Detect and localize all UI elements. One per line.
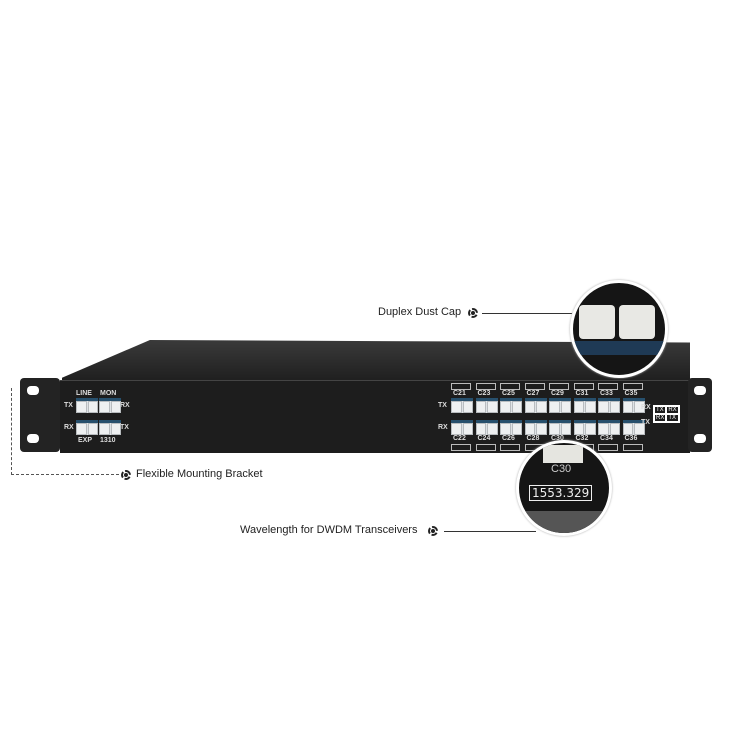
channel-label: C28 (526, 435, 540, 442)
label-tx: TX (120, 424, 129, 431)
channel-label: C25 (502, 390, 515, 397)
front-panel (60, 380, 690, 453)
port-base (573, 341, 665, 355)
wavelength-tag (622, 444, 643, 451)
label-mon: MON (100, 390, 117, 397)
label-1310: 1310 (100, 437, 116, 444)
dust-cap-zoom (570, 280, 668, 378)
channel-port[interactable] (451, 398, 473, 413)
right-mounting-bracket (688, 378, 712, 452)
target-icon (121, 470, 131, 480)
mount-hole (694, 434, 706, 443)
label-tx: TX (64, 402, 73, 409)
channel-port[interactable] (622, 398, 645, 413)
mount-hole (27, 386, 39, 395)
channel-port[interactable] (500, 398, 522, 413)
wavelength-tag (524, 383, 545, 390)
label-rx: RX (438, 424, 448, 431)
channel-label: C31 (575, 390, 589, 397)
channel-label: C24 (477, 435, 491, 442)
channel-port[interactable] (524, 398, 547, 413)
wavelength-zoom: C30 1553.329 (516, 440, 612, 536)
wavelength-tag (573, 383, 594, 390)
legend-cell: RX (666, 406, 679, 414)
channel-label: C27 (526, 390, 540, 397)
label-rx: RX (641, 404, 651, 411)
label-tx: TX (641, 419, 650, 426)
channel-label: C33 (600, 390, 613, 397)
mount-hole (27, 434, 39, 443)
channel-port[interactable] (598, 398, 620, 413)
label-exp: EXP (78, 437, 93, 444)
left-mounting-bracket (20, 378, 60, 452)
channel-port[interactable] (549, 398, 571, 413)
wavelength-tag (500, 383, 520, 390)
dust-cap (579, 305, 615, 339)
dust-cap (543, 445, 583, 463)
label-rx: RX (120, 402, 130, 409)
wavelength-tag (622, 383, 643, 390)
bracket-label: Flexible Mounting Bracket (136, 468, 263, 480)
callout-line (482, 313, 572, 314)
channel-port[interactable] (549, 420, 571, 435)
label-tx: TX (438, 402, 447, 409)
wavelength-tag (451, 444, 471, 451)
wavelength-tag (451, 383, 471, 390)
channel-port[interactable] (573, 398, 596, 413)
panel-edge (519, 511, 609, 533)
legend-cell: TX (654, 406, 667, 414)
callout-line (444, 531, 536, 532)
mount-hole (694, 386, 706, 395)
legend-cell: RX (654, 414, 667, 422)
wavelength-tag (475, 444, 496, 451)
channel-port[interactable] (598, 420, 620, 435)
wavelength-tag (500, 444, 520, 451)
channel-label: C34 (600, 435, 613, 442)
target-icon (468, 308, 478, 318)
channel-label: C26 (502, 435, 515, 442)
channel-label: C29 (551, 390, 564, 397)
channel-port[interactable] (500, 420, 522, 435)
label-rx: RX (64, 424, 74, 431)
channel-port[interactable] (524, 420, 547, 435)
channel-label: C36 (624, 435, 638, 442)
dashed-line (11, 474, 119, 475)
wavelength-tag (598, 444, 618, 451)
channel-port[interactable] (451, 420, 473, 435)
wavelength-tag (475, 383, 496, 390)
channel-port[interactable] (622, 420, 645, 435)
wavelength-label: Wavelength for DWDM Transceivers (240, 524, 418, 536)
channel-port[interactable] (475, 420, 498, 435)
dust-cap-label: Duplex Dust Cap (378, 306, 462, 318)
port-exp[interactable] (76, 420, 98, 435)
channel-label: C35 (624, 390, 638, 397)
port-line[interactable] (76, 398, 98, 413)
port-1310[interactable] (99, 420, 121, 435)
label-line: LINE (76, 390, 92, 397)
channel-label: C30 (551, 463, 572, 475)
channel-label: C32 (575, 435, 589, 442)
target-icon (428, 526, 438, 536)
wavelength-value: 1553.329 (529, 485, 593, 501)
channel-port[interactable] (475, 398, 498, 413)
wavelength-tag (549, 383, 569, 390)
channel-label: C22 (453, 435, 466, 442)
legend-cell: TX (666, 414, 679, 422)
dashed-line (11, 388, 12, 475)
channel-port[interactable] (573, 420, 596, 435)
channel-label: C23 (477, 390, 491, 397)
channel-label: C21 (453, 390, 466, 397)
wavelength-tag (598, 383, 618, 390)
dust-cap (619, 305, 655, 339)
port-mon[interactable] (99, 398, 121, 413)
channel-label: C30 (551, 435, 564, 442)
